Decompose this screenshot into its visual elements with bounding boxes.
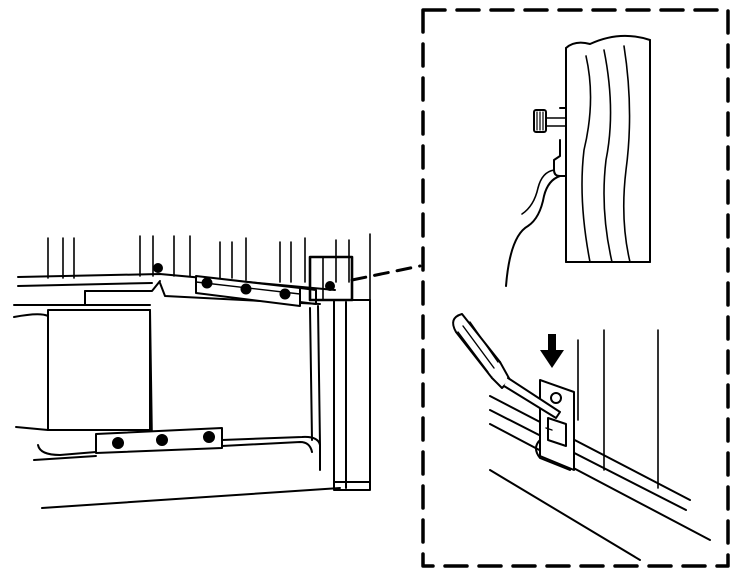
screwdriver-shaft <box>503 377 561 419</box>
screw-icon <box>325 281 335 291</box>
screw-icon <box>201 277 213 289</box>
screwdriver <box>452 313 561 419</box>
screw-icon <box>550 392 562 404</box>
screw-icon <box>203 431 215 443</box>
screw-icon <box>279 288 291 300</box>
screw-icon <box>112 437 124 449</box>
detail-inset <box>421 8 730 568</box>
detail-callout <box>308 255 422 302</box>
cabinet-underside <box>13 233 371 509</box>
screw-icon <box>156 434 168 446</box>
mounting-rail-front <box>95 427 223 454</box>
bracket-side-view <box>505 34 651 287</box>
arrow-down-icon <box>540 334 564 368</box>
screw-icon <box>240 283 252 295</box>
bracket-front-view <box>489 329 711 561</box>
screw-icon <box>153 263 163 273</box>
background-vertical-lines <box>47 233 371 301</box>
mounting-rail-top <box>153 263 335 307</box>
